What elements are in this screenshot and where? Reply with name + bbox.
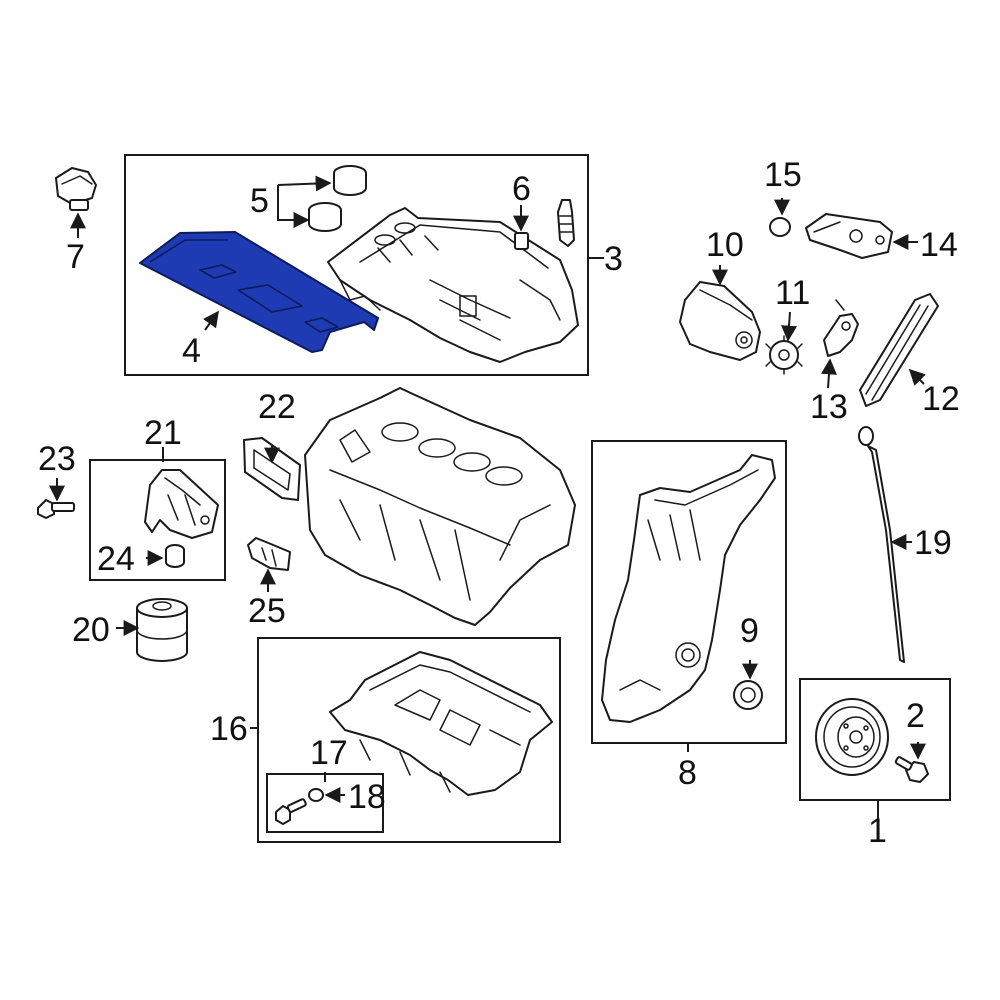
- callout-19[interactable]: 19: [914, 524, 952, 562]
- callout-4[interactable]: 4: [182, 332, 201, 370]
- callout-23[interactable]: 23: [38, 440, 76, 478]
- callout-24[interactable]: 24: [97, 540, 135, 578]
- callout-17[interactable]: 17: [310, 734, 348, 772]
- drain-plug-part[interactable]: [275, 798, 307, 825]
- oil-pan-part[interactable]: [329, 651, 553, 796]
- oil-dipstick-part[interactable]: [858, 426, 905, 663]
- callout-7[interactable]: 7: [66, 238, 85, 276]
- chain-tensioner-part[interactable]: [823, 299, 859, 357]
- timing-cover-part[interactable]: [601, 454, 776, 723]
- callout-3[interactable]: 3: [604, 240, 623, 278]
- oil-filter-part[interactable]: [136, 598, 188, 662]
- mount-bracket-part[interactable]: [805, 213, 893, 259]
- engine-block-part: [304, 387, 576, 626]
- bolt-part-23[interactable]: [37, 499, 75, 519]
- callout-25[interactable]: 25: [248, 592, 286, 630]
- callout-21[interactable]: 21: [144, 414, 182, 452]
- callout-9[interactable]: 9: [740, 612, 759, 650]
- leader-lines: [49, 175, 926, 825]
- oil-pressure-sensor-part[interactable]: [247, 537, 291, 571]
- drain-plug-washer-part[interactable]: [308, 788, 324, 802]
- thermostat-gasket-part[interactable]: [243, 437, 301, 501]
- oil-pump-part[interactable]: [679, 281, 761, 361]
- callout-14[interactable]: 14: [920, 226, 958, 264]
- pulley-group-box: [799, 678, 951, 801]
- camshaft-seal-parts[interactable]: [308, 165, 367, 232]
- callout-13[interactable]: 13: [810, 388, 848, 426]
- callout-labels: 4 5 6 3 7 22 21 23 24 25 20 16 17 18 8 9…: [38, 156, 960, 850]
- oil-pan-group-box: [257, 637, 561, 843]
- valve-cover-gasket-part[interactable]: [139, 231, 379, 353]
- callout-22[interactable]: 22: [258, 388, 296, 426]
- callout-11[interactable]: 11: [775, 274, 810, 312]
- callout-6[interactable]: 6: [512, 170, 531, 208]
- crankshaft-seal-part[interactable]: [733, 680, 763, 710]
- callout-1[interactable]: 1: [868, 812, 887, 850]
- oil-pump-chain-part[interactable]: [859, 293, 939, 407]
- callout-12[interactable]: 12: [922, 380, 960, 418]
- callout-10[interactable]: 10: [706, 226, 744, 264]
- spark-plug-part[interactable]: [514, 199, 575, 250]
- callout-20[interactable]: 20: [72, 611, 110, 649]
- thermostat-housing-group-box: [89, 459, 226, 581]
- callout-2[interactable]: 2: [906, 697, 925, 735]
- bolt-part-24[interactable]: [165, 544, 185, 568]
- callout-5[interactable]: 5: [250, 182, 269, 220]
- crankshaft-pulley-part[interactable]: [815, 698, 889, 776]
- o-ring-part[interactable]: [769, 217, 791, 237]
- oil-pump-sprocket-part[interactable]: [765, 335, 803, 375]
- valve-cover-group-box: [124, 154, 589, 376]
- pulley-bolt-part[interactable]: [894, 756, 929, 783]
- valve-cover-part[interactable]: [327, 207, 579, 363]
- callout-15[interactable]: 15: [764, 156, 802, 194]
- callout-8[interactable]: 8: [678, 754, 697, 792]
- oil-filler-cap-part[interactable]: [55, 167, 97, 211]
- thermostat-housing-part[interactable]: [144, 469, 219, 539]
- callout-18[interactable]: 18: [348, 778, 386, 816]
- callout-16[interactable]: 16: [210, 710, 248, 748]
